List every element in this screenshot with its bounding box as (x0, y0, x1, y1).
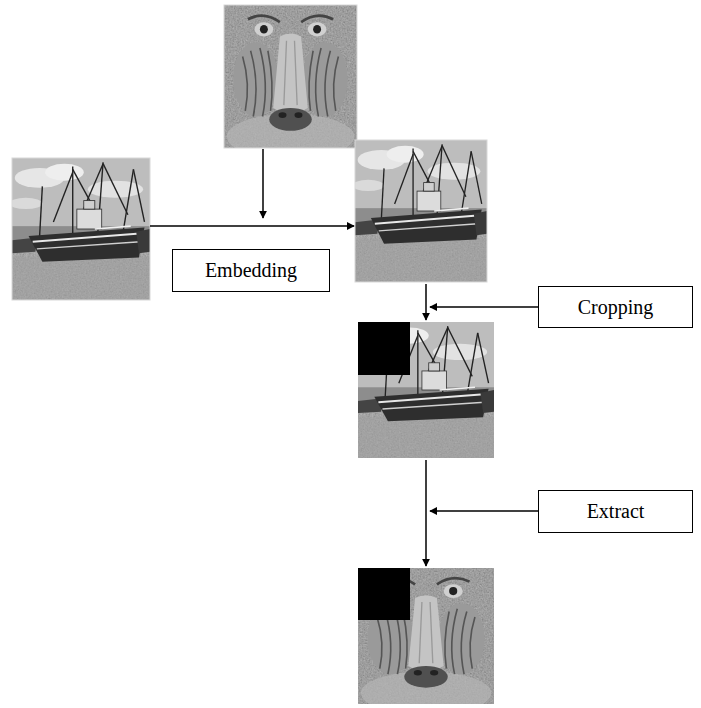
flow-arrow (262, 149, 264, 218)
cropped-region (358, 568, 410, 620)
flow-arrow (430, 510, 538, 512)
extracted-image (358, 568, 494, 708)
flow-arrow (425, 460, 427, 566)
flow-arrow (150, 225, 354, 227)
box-label: Embedding (205, 259, 297, 282)
process-box: Embedding (172, 249, 330, 292)
baboon-image (224, 5, 357, 159)
image-border (12, 158, 150, 300)
cropped-region (358, 322, 410, 375)
image-border (355, 140, 487, 282)
flow-arrow (430, 306, 538, 308)
flow-arrow (425, 284, 427, 320)
image-border (224, 5, 357, 148)
box-label: Extract (587, 500, 645, 523)
box-label: Cropping (578, 296, 654, 319)
watermarked-image (352, 140, 487, 282)
process-box: Extract (538, 490, 693, 533)
cropped-image (355, 322, 494, 458)
boat-image (9, 158, 150, 300)
process-box: Cropping (538, 286, 693, 328)
